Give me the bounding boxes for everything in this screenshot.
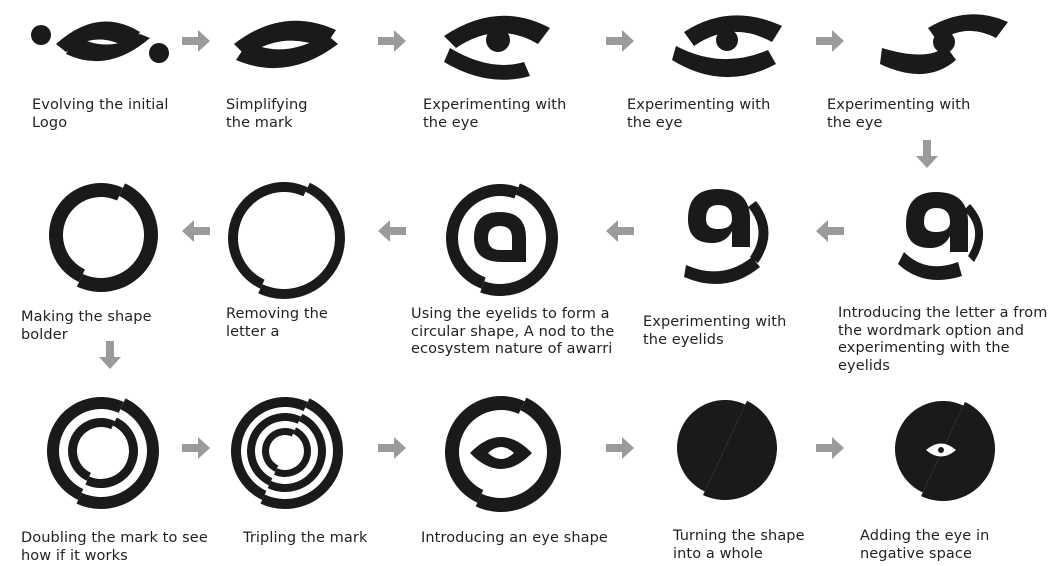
- step-caption-14: Turning the shape into a whole: [673, 528, 805, 562]
- ring-segment-b: [228, 182, 308, 289]
- mark-eye-experiment-2: [672, 6, 787, 81]
- arrow-shape: [916, 140, 938, 168]
- solid-half-a: [703, 400, 777, 500]
- arrow-right-icon: [816, 30, 844, 52]
- mark-letter-a-eyelids: [898, 190, 993, 280]
- arrow-shape: [99, 341, 121, 369]
- solid-half-a: [921, 401, 995, 501]
- arrow-shape: [606, 437, 634, 459]
- negative-eye-pupil: [938, 447, 944, 453]
- mark-eye-shape: [442, 393, 561, 512]
- ring-segment-a: [258, 182, 345, 299]
- step-caption-13: Introducing an eye shape: [421, 530, 608, 546]
- arrow-right-icon: [606, 30, 634, 52]
- arrow-shape: [816, 437, 844, 459]
- outer-ring-segment-a: [260, 398, 343, 509]
- step-caption-6: Introducing the letter a from the wordma…: [838, 305, 1048, 374]
- outer-ring-segment-b: [231, 397, 308, 500]
- ring-segment-b: [445, 396, 525, 503]
- step-caption-3: Experimenting with the eye: [423, 97, 567, 131]
- ring-segment-b: [446, 184, 519, 289]
- inner-ring-segment-b: [68, 418, 115, 481]
- arrow-shape: [378, 220, 406, 242]
- mark-circular-eyelids-a: [440, 178, 560, 298]
- step-caption-9: Removing the letter a: [226, 306, 328, 340]
- letter-a-shape: [474, 212, 526, 262]
- mark-eye-experiment-1: [440, 6, 555, 80]
- arrow-shape: [182, 30, 210, 52]
- mark-circle-bolder: [44, 178, 159, 293]
- arrow-shape: [378, 437, 406, 459]
- arrow-shape: [816, 30, 844, 52]
- arrow-shape: [606, 30, 634, 52]
- mark-solid-negative-eye: [888, 393, 998, 505]
- arrow-down-icon: [99, 341, 121, 369]
- ring-segment-a: [76, 183, 158, 292]
- ring-segment-a: [475, 397, 561, 512]
- inner-ring-segment-a: [274, 427, 311, 477]
- solid-half-b: [677, 400, 746, 492]
- arrow-right-icon: [378, 437, 406, 459]
- arrow-right-icon: [378, 30, 406, 52]
- mark-tripled: [228, 394, 343, 509]
- ring-segment-b: [49, 183, 123, 283]
- arrow-shape: [606, 220, 634, 242]
- inner-ring-segment-b: [262, 428, 295, 472]
- outer-ring-segment-a: [76, 398, 159, 509]
- step-caption-8: Using the eyelids to form a circular sha…: [411, 306, 615, 357]
- arrow-right-icon: [182, 30, 210, 52]
- step-caption-1: Evolving the initial Logo: [32, 97, 169, 131]
- mark-simplified: [228, 10, 343, 80]
- step-caption-12: Tripling the mark: [243, 530, 368, 546]
- ring-segment-a: [480, 183, 558, 296]
- arrow-left-icon: [816, 220, 844, 242]
- step-caption-4: Experimenting with the eye: [627, 97, 771, 131]
- mark-initial-logo: [28, 8, 178, 78]
- outer-ring-segment-b: [47, 397, 124, 500]
- step-caption-5: Experimenting with the eye: [827, 97, 971, 131]
- arrow-left-icon: [378, 220, 406, 242]
- arrow-down-icon: [916, 140, 938, 168]
- step-caption-11: Doubling the mark to see how if it works: [21, 530, 208, 564]
- step-caption-7: Experimenting with the eyelids: [643, 314, 787, 348]
- arrow-right-icon: [816, 437, 844, 459]
- arrow-shape: [816, 220, 844, 242]
- step-caption-2: Simplifying the mark: [226, 97, 308, 131]
- arrow-shape: [378, 30, 406, 52]
- mark-solid-whole: [673, 393, 778, 503]
- mark-doubled: [44, 394, 159, 509]
- inner-ring-segment-a: [85, 417, 138, 488]
- mark-eye-experiment-3: [880, 6, 1010, 84]
- arrow-shape: [182, 220, 210, 242]
- step-caption-15: Adding the eye in negative space: [860, 528, 990, 562]
- arrow-shape: [182, 437, 210, 459]
- arrow-right-icon: [606, 437, 634, 459]
- arrow-left-icon: [182, 220, 210, 242]
- step-caption-10: Making the shape bolder: [21, 309, 152, 343]
- middle-ring-segment-a: [267, 413, 326, 492]
- solid-half-b: [895, 401, 964, 493]
- mark-circle-no-letter: [222, 176, 347, 301]
- middle-ring-segment-b: [247, 413, 302, 486]
- arrow-right-icon: [182, 437, 210, 459]
- arrow-left-icon: [606, 220, 634, 242]
- eye-pupil: [488, 447, 514, 459]
- mark-eyelids-experiment: [682, 185, 777, 285]
